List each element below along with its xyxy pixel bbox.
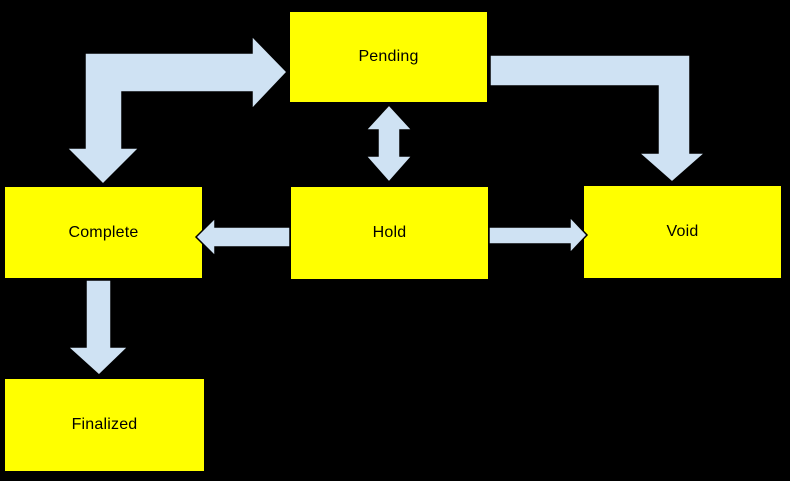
node-void: Void	[583, 185, 782, 279]
node-finalized: Finalized	[4, 378, 205, 472]
arrow-pending-to-void-icon	[489, 54, 707, 183]
node-hold-label: Hold	[372, 224, 407, 241]
arrow-pending-hold-bidirectional-icon	[364, 103, 414, 184]
arrow-hold-to-void-icon	[488, 215, 589, 255]
node-hold: Hold	[290, 186, 489, 280]
arrow-complete-pending-bidirectional-icon	[65, 34, 289, 186]
node-complete-label: Complete	[68, 223, 139, 241]
node-finalized-label: Finalized	[71, 416, 138, 433]
node-pending: Pending	[289, 11, 488, 103]
arrow-complete-to-finalized-icon	[66, 279, 130, 377]
node-complete: Complete	[4, 186, 203, 279]
node-pending-label: Pending	[358, 48, 419, 65]
arrow-hold-to-complete-icon	[194, 216, 291, 258]
node-void-label: Void	[666, 223, 699, 240]
